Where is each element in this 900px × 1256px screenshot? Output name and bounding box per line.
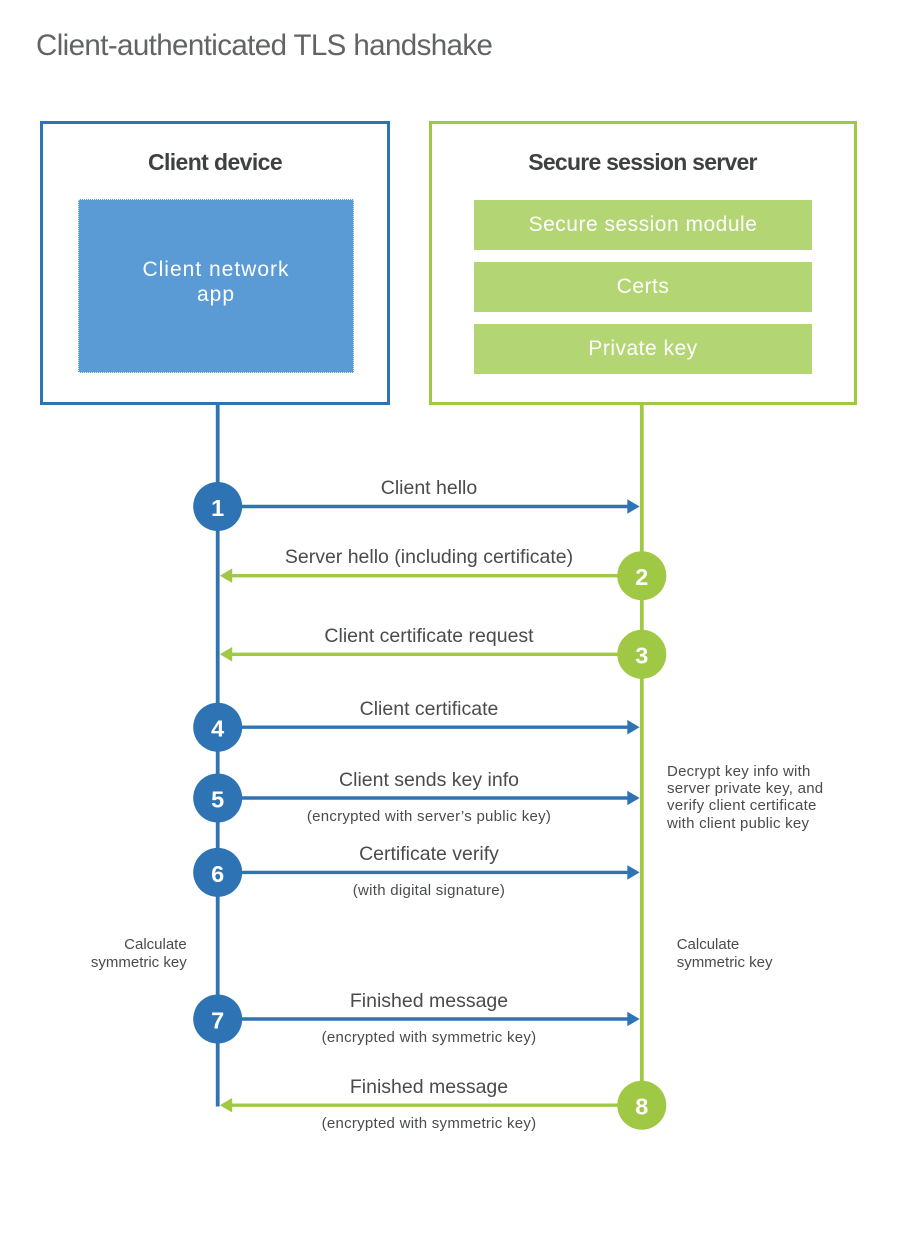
svg-text:6: 6: [211, 861, 224, 887]
svg-text:4: 4: [211, 716, 224, 742]
svg-text:8: 8: [635, 1094, 648, 1120]
svg-text:5: 5: [211, 786, 224, 812]
svg-text:1: 1: [211, 495, 224, 521]
svg-text:7: 7: [211, 1007, 224, 1033]
svg-text:3: 3: [635, 643, 648, 669]
svg-text:2: 2: [635, 564, 648, 590]
